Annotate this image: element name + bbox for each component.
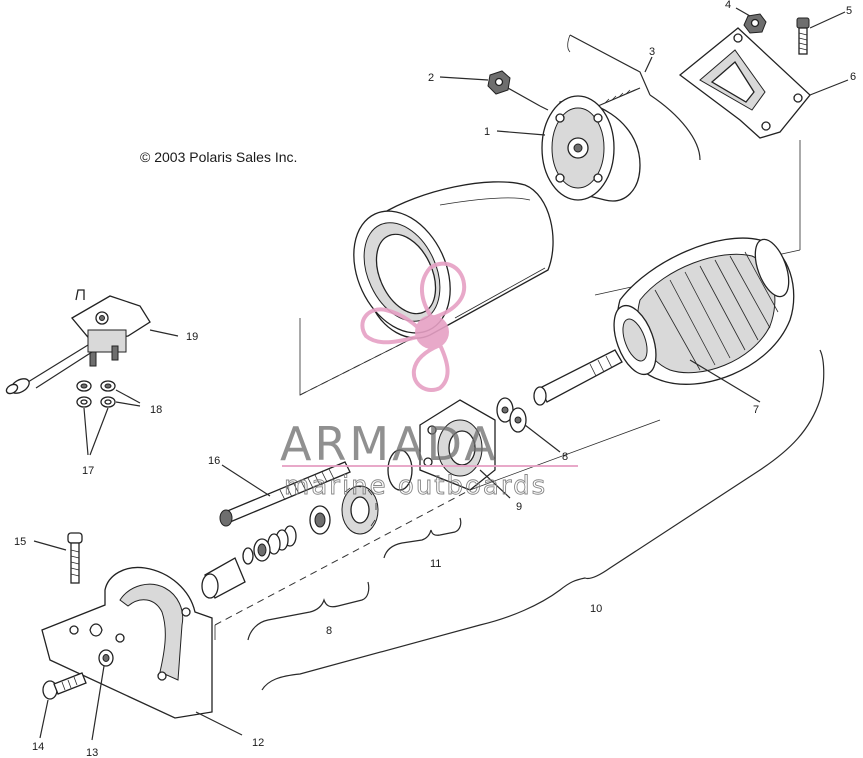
callout-3: 3	[649, 46, 655, 58]
callout-8-upper: 8	[562, 451, 568, 463]
propeller-blade	[411, 342, 450, 392]
part-3-through-bolt	[567, 34, 701, 161]
part-5-bolt	[796, 17, 810, 55]
part-8-spring-collars	[201, 505, 331, 599]
part-16-through-bolt	[219, 461, 351, 527]
armada-propeller-logo	[360, 261, 467, 392]
part-17-washers	[76, 396, 116, 456]
callout-15: 15	[14, 536, 26, 548]
callout-12: 12	[252, 737, 264, 749]
part-11-pinion-assembly	[341, 449, 413, 535]
callout-13: 13	[86, 747, 98, 758]
part-13-lock-washer	[91, 649, 114, 741]
propeller-hub	[415, 315, 449, 349]
callout-7: 7	[753, 404, 759, 416]
part-18-nuts	[76, 380, 141, 407]
callout-2: 2	[428, 72, 434, 84]
callout-6: 6	[850, 71, 856, 83]
armada-tagline-text: marine outboards	[284, 471, 547, 501]
callout-9: 9	[516, 501, 522, 513]
part-15-screw	[33, 532, 83, 584]
part-2-nut	[487, 70, 541, 107]
part-12-starter-bracket	[41, 566, 243, 736]
armada-brand-text: ARMADA	[280, 417, 499, 471]
callout-19: 19	[186, 331, 198, 343]
callout-labels: 1 2 3 4 5 6 7 8 9 10 11 8 12 13 14 15 16…	[14, 0, 856, 758]
armada-watermark: ARMADA marine outboards	[280, 261, 578, 501]
part-9-drive-end-plate	[419, 399, 511, 499]
callout-5: 5	[846, 5, 852, 17]
callout-16: 16	[208, 455, 220, 467]
callout-4: 4	[725, 0, 731, 11]
part-19-solenoid-connector	[5, 289, 179, 395]
callout-18: 18	[150, 404, 162, 416]
part-14-screw	[39, 672, 87, 739]
callout-leaders	[439, 7, 849, 136]
propeller-blade	[420, 261, 467, 321]
callout-17: 17	[82, 465, 94, 477]
part-4-nut	[743, 13, 767, 34]
part-7-armature	[533, 237, 795, 406]
group-braces	[247, 349, 825, 691]
part-8-washers-upper	[496, 397, 561, 453]
part-6-mounting-bracket	[678, 27, 811, 139]
callout-1: 1	[484, 126, 490, 138]
callout-8-lower: 8	[326, 625, 332, 637]
copyright-notice: © 2003 Polaris Sales Inc.	[140, 149, 297, 165]
callout-14: 14	[32, 741, 44, 753]
part-1-end-cap	[539, 95, 641, 202]
callout-11: 11	[430, 558, 441, 570]
propeller-blade	[360, 307, 429, 345]
callout-10: 10	[590, 603, 602, 615]
